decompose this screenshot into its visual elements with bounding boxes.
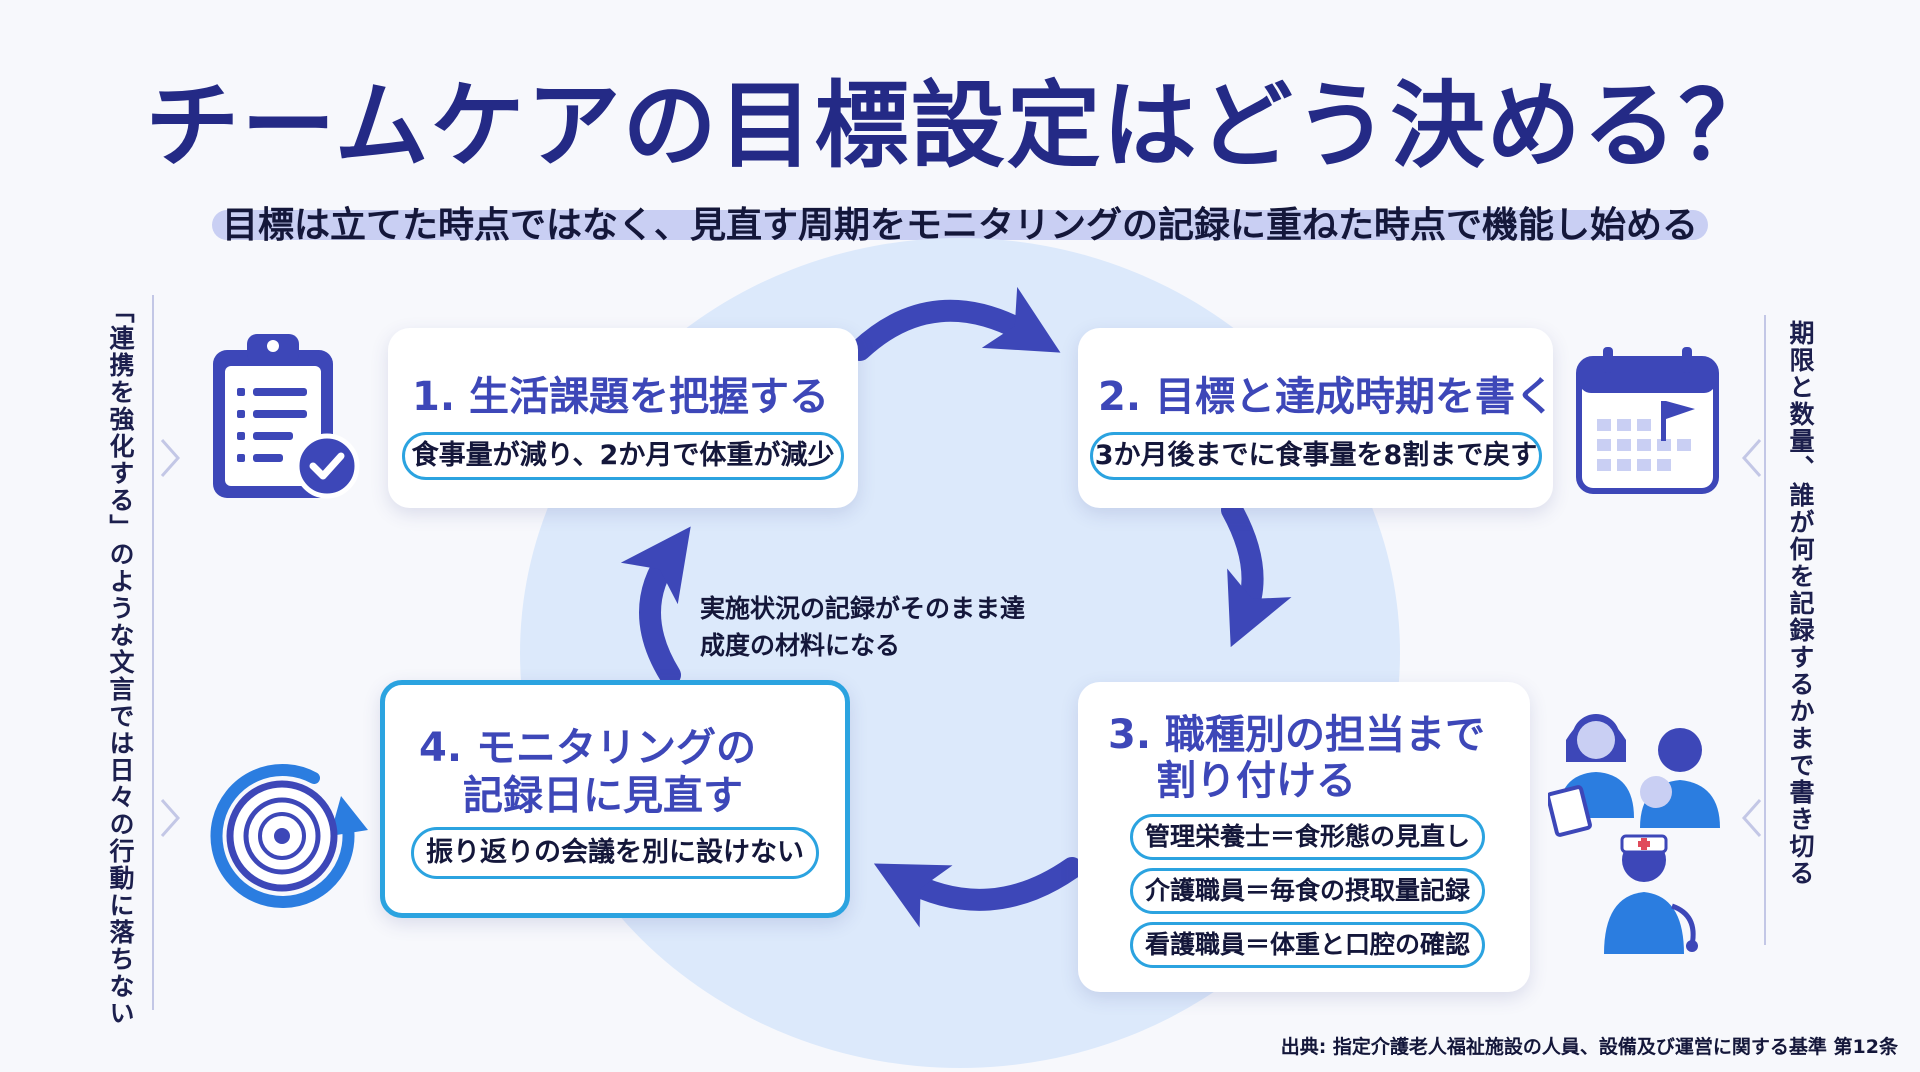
step-card-3: 3. 職種別の担当まで 割り付ける 管理栄養士＝食形態の見直し 介護職員＝毎食の… bbox=[1078, 682, 1530, 992]
right-chevron-icon bbox=[1741, 439, 1762, 477]
title-area: チームケアの目標設定はどう決める？ bbox=[0, 62, 1920, 240]
arrow-step4-to-step1 bbox=[620, 526, 691, 686]
right-side-note: 期限と数量、誰が何を記録するかまで書き切る bbox=[1786, 320, 1815, 887]
page-title: チームケアの目標設定はどう決める？ bbox=[145, 72, 1775, 181]
step-4-example: 振り返りの会議を別に設けない bbox=[411, 827, 819, 879]
arrow-step2-to-step3 bbox=[1221, 499, 1292, 648]
arrow-step1-to-step2 bbox=[849, 286, 1061, 361]
left-chevron-icon bbox=[160, 799, 181, 837]
left-chevron-icon bbox=[160, 439, 181, 477]
step-3-assignment: 管理栄養士＝食形態の見直し bbox=[1130, 814, 1485, 860]
step-3-assignment: 看護職員＝体重と口腔の確認 bbox=[1130, 922, 1485, 968]
step-card-4: 4. モニタリングの 記録日に見直す 振り返りの会議を別に設けない bbox=[380, 680, 850, 918]
step-4-title-line2: 記録日に見直す bbox=[463, 773, 743, 819]
clipboard-icon bbox=[213, 334, 360, 499]
left-side-note: 「連携を強化する」のような文言では日々の行動に落ちない bbox=[106, 298, 135, 1027]
step-3-title: 3. 職種別の担当まで bbox=[1108, 712, 1485, 758]
step-3-assignment: 介護職員＝毎食の摂取量記録 bbox=[1130, 868, 1485, 914]
step-2-example: 3か月後までに食事量を8割まで戻す bbox=[1090, 432, 1542, 480]
title-highlight bbox=[212, 210, 1708, 240]
step-1-example: 食事量が減り、2か月で体重が減少 bbox=[402, 432, 844, 480]
step-1-title: 1. 生活課題を把握する bbox=[412, 374, 829, 420]
step-card-1: 1. 生活課題を把握する 食事量が減り、2か月で体重が減少 bbox=[388, 328, 858, 508]
step-2-title: 2. 目標と達成時期を書く bbox=[1098, 374, 1555, 420]
source-citation: 出典: 指定介護老人福祉施設の人員、設備及び運営に関する基準 第12条 bbox=[1280, 1036, 1898, 1058]
center-note: 実施状況の記録がそのまま達成度の材料になる bbox=[700, 594, 1026, 660]
step-4-title: 4. モニタリングの bbox=[419, 725, 756, 771]
right-note-bar bbox=[1764, 315, 1766, 945]
step-card-2: 2. 目標と達成時期を書く 3か月後までに食事量を8割まで戻す bbox=[1078, 328, 1555, 508]
refresh-icon bbox=[210, 764, 368, 908]
calendar-icon bbox=[1576, 347, 1719, 494]
left-note-bar bbox=[152, 295, 154, 1010]
step-3-title-line2: 割り付ける bbox=[1156, 758, 1356, 804]
right-chevron-icon bbox=[1741, 799, 1762, 837]
care-staff-icon bbox=[1548, 714, 1720, 954]
arrow-step3-to-step4 bbox=[873, 857, 1083, 928]
